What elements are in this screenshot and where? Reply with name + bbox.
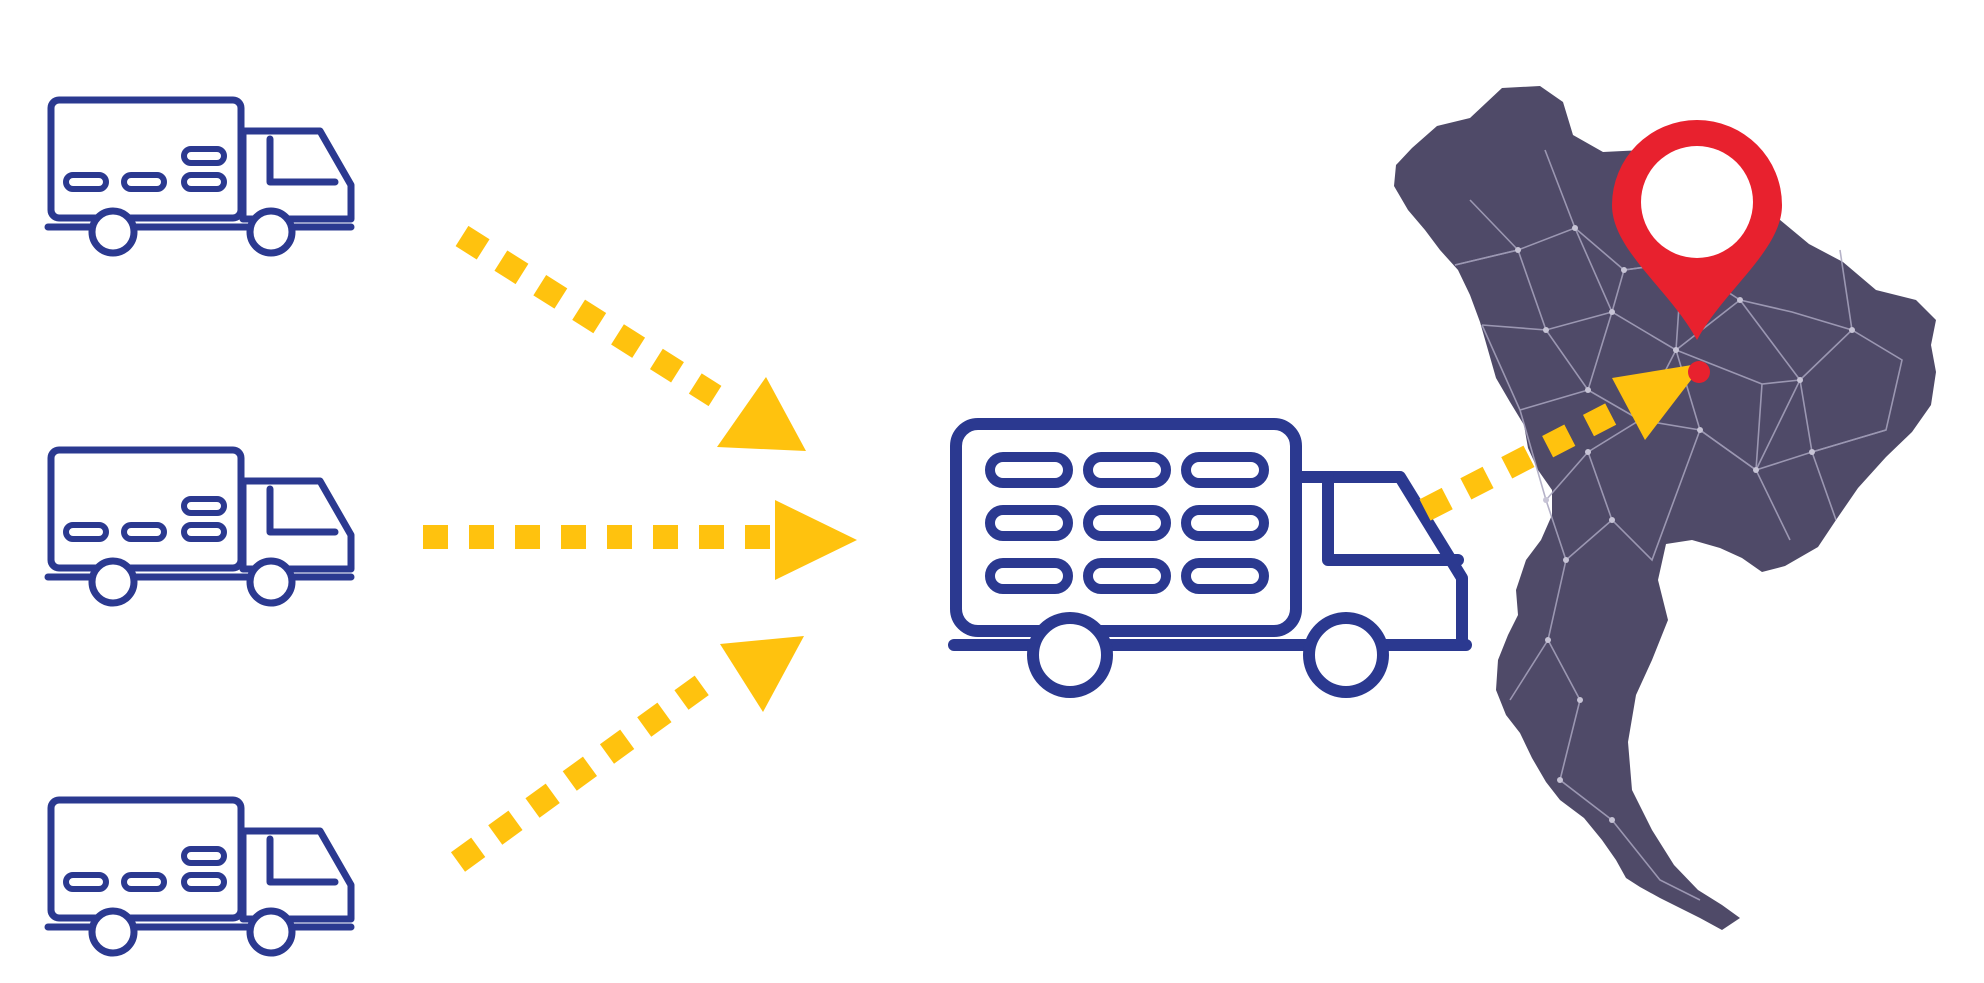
source-trucks — [48, 100, 351, 953]
arrow-to-destination — [1419, 363, 1704, 521]
arrow-bottom — [450, 636, 804, 872]
arrow-top — [455, 225, 806, 451]
location-pin-icon — [1612, 120, 1782, 383]
thailand-map-icon — [1394, 86, 1936, 930]
delivery-truck-icon — [48, 100, 351, 253]
arrowhead-icon — [717, 377, 806, 451]
arrowhead-icon — [1612, 363, 1704, 440]
delivery-truck-icon — [48, 800, 351, 953]
arrows-into-hub — [423, 225, 857, 872]
arrow-middle — [423, 500, 857, 580]
destination-point — [1688, 361, 1710, 383]
arrowhead-icon — [720, 636, 804, 712]
consolidated-cargo-truck-icon — [948, 418, 1472, 698]
delivery-truck-icon — [48, 450, 351, 603]
arrowhead-icon — [775, 500, 857, 580]
